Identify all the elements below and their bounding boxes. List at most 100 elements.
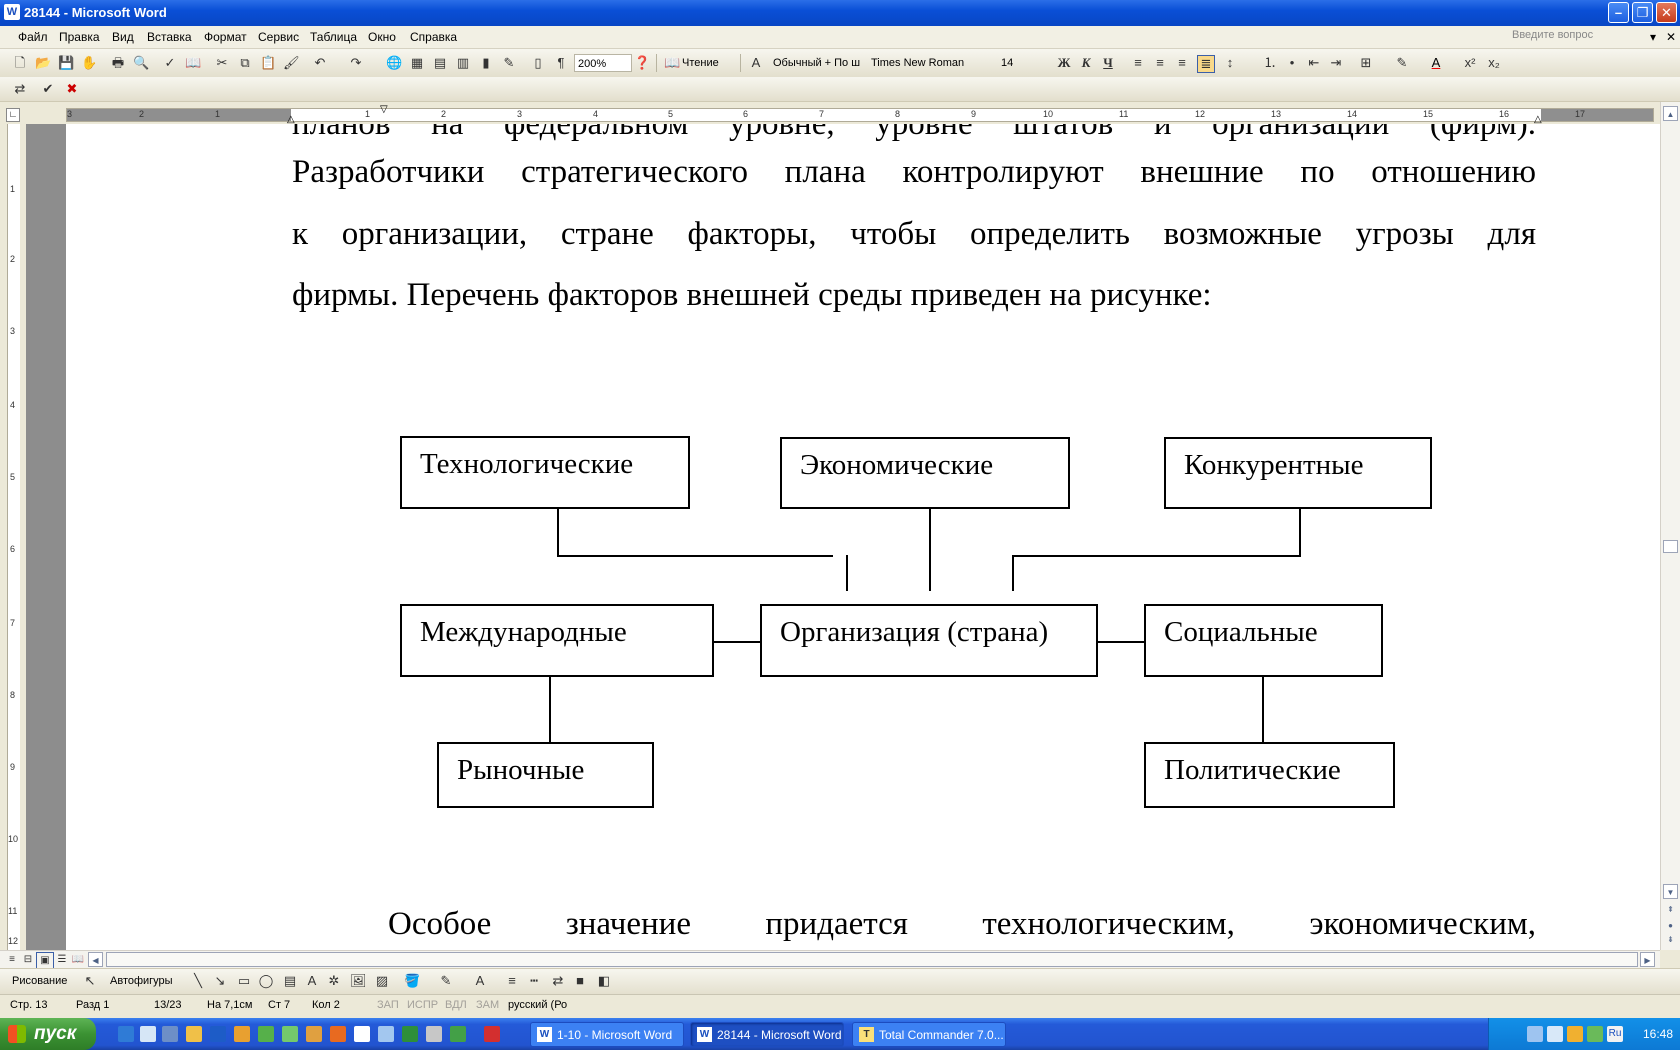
app-icon[interactable]: [258, 1026, 274, 1042]
status-overtype[interactable]: ЗАМ: [476, 999, 500, 1011]
drawing-icon[interactable]: ✎: [503, 55, 515, 70]
superscript-icon[interactable]: x²: [1464, 55, 1476, 70]
underline-button[interactable]: Ч: [1103, 55, 1113, 70]
new-document-icon[interactable]: 🗋: [14, 55, 26, 70]
ie-icon[interactable]: [118, 1026, 134, 1042]
fill-color-icon[interactable]: 🪣: [404, 973, 421, 988]
arrow-style-icon[interactable]: ⇄: [552, 973, 564, 988]
style-select[interactable]: Обычный + По ш: [770, 54, 862, 72]
accept-change-icon[interactable]: ✔: [42, 81, 54, 96]
menu-file[interactable]: Файл: [18, 30, 48, 44]
status-track-changes[interactable]: ИСПР: [407, 999, 439, 1011]
columns-icon[interactable]: ▮: [482, 55, 490, 70]
menu-insert[interactable]: Вставка: [147, 30, 192, 44]
menu-help[interactable]: Справка: [410, 30, 458, 44]
web-view-icon[interactable]: ⊟: [23, 954, 33, 965]
app-icon[interactable]: [450, 1026, 466, 1042]
tab-selector-icon[interactable]: ∟: [6, 108, 20, 122]
italic-button[interactable]: К: [1081, 55, 1091, 70]
print-icon[interactable]: 🖶: [111, 55, 125, 70]
textbox-icon[interactable]: ▤: [283, 973, 297, 988]
horizontal-scrollbar[interactable]: ≡ ⊟ ▣ ☰ 📖 ◀ ▶: [0, 950, 1660, 970]
zoom-select[interactable]: 200%: [574, 54, 632, 72]
font-size-select[interactable]: 14: [998, 54, 1044, 72]
tray-icon[interactable]: [1587, 1026, 1603, 1042]
previous-page-icon[interactable]: ⇞: [1667, 905, 1674, 914]
align-center-icon[interactable]: ≡: [1156, 55, 1164, 70]
line-spacing-icon[interactable]: ↕: [1226, 55, 1234, 70]
decrease-indent-icon[interactable]: ⇤: [1308, 55, 1320, 70]
oval-icon[interactable]: ◯: [258, 973, 274, 988]
select-objects-icon[interactable]: ↖: [84, 973, 96, 988]
rectangle-icon[interactable]: ▭: [237, 973, 251, 988]
insert-table-icon[interactable]: ▤: [433, 55, 447, 70]
excel-icon[interactable]: [402, 1026, 418, 1042]
firefox-icon[interactable]: [330, 1026, 346, 1042]
open-icon[interactable]: 📂: [35, 55, 52, 70]
3d-icon[interactable]: ◧: [597, 973, 611, 988]
word-icon[interactable]: W: [4, 4, 20, 20]
paste-icon[interactable]: 📋: [260, 55, 277, 70]
start-button[interactable]: пуск: [0, 1018, 96, 1050]
scroll-left-icon[interactable]: ◀: [88, 952, 103, 967]
app-icon[interactable]: [306, 1026, 322, 1042]
scroll-up-icon[interactable]: ▲: [1663, 106, 1678, 121]
clipart-icon[interactable]: 🖼: [350, 973, 367, 988]
app-icon[interactable]: [378, 1026, 394, 1042]
picture-icon[interactable]: ▨: [375, 973, 389, 988]
menu-view[interactable]: Вид: [112, 30, 134, 44]
menu-tools[interactable]: Сервис: [258, 30, 300, 44]
status-record[interactable]: ЗАП: [377, 999, 399, 1011]
first-line-indent-marker[interactable]: ▽: [380, 104, 388, 115]
help-icon[interactable]: ❓: [634, 55, 651, 70]
app-icon[interactable]: [282, 1026, 298, 1042]
language-bar-icon[interactable]: Ru: [1607, 1026, 1623, 1042]
redo-icon[interactable]: ↷: [350, 55, 362, 70]
highlight-icon[interactable]: ✎: [1396, 55, 1408, 70]
reading-view-icon[interactable]: 📖: [71, 954, 85, 965]
print-preview-icon[interactable]: 🔍: [133, 55, 150, 70]
align-left-icon[interactable]: ≡: [1134, 55, 1142, 70]
document-map-icon[interactable]: ▯: [534, 55, 542, 70]
spelling-icon[interactable]: ✓: [164, 55, 176, 70]
vertical-scrollbar[interactable]: ▲ ▼ ⇞ ● ⇟: [1660, 102, 1680, 950]
undo-icon[interactable]: ↶: [314, 55, 326, 70]
task-button[interactable]: W 1-10 - Microsoft Word: [530, 1022, 684, 1047]
save-icon[interactable]: 💾: [58, 55, 75, 70]
show-desktop-icon[interactable]: [140, 1026, 156, 1042]
line-style-icon[interactable]: ≡: [508, 973, 516, 988]
filezilla-icon[interactable]: [484, 1026, 500, 1042]
tray-icon[interactable]: [1567, 1026, 1583, 1042]
align-right-icon[interactable]: ≡: [1178, 55, 1186, 70]
menu-format[interactable]: Формат: [204, 30, 247, 44]
status-extend[interactable]: ВДЛ: [445, 999, 467, 1011]
read-icon[interactable]: 📖: [664, 55, 681, 70]
numbering-icon[interactable]: ⒈: [1263, 55, 1277, 70]
format-painter-icon[interactable]: 🖌: [283, 55, 300, 70]
justify-icon[interactable]: ≣: [1197, 55, 1215, 73]
arrow-icon[interactable]: ↘: [214, 973, 226, 988]
copy-icon[interactable]: ⧉: [240, 55, 250, 70]
browse-object-icon[interactable]: ●: [1668, 921, 1673, 930]
right-indent-marker[interactable]: △: [1534, 114, 1542, 125]
styles-icon[interactable]: A: [751, 55, 761, 70]
compare-icon[interactable]: ⇄: [14, 81, 26, 96]
research-icon[interactable]: 📖: [185, 55, 202, 70]
left-indent-marker[interactable]: △: [287, 114, 295, 125]
tool-icon[interactable]: [210, 1026, 226, 1042]
messenger-icon[interactable]: [186, 1026, 202, 1042]
permission-icon[interactable]: ✋: [81, 55, 98, 70]
tray-icon[interactable]: [1547, 1026, 1563, 1042]
cut-icon[interactable]: ✂: [216, 55, 228, 70]
document-page[interactable]: планов на федеральном уровне, уровне шта…: [66, 124, 1660, 950]
bullets-icon[interactable]: •: [1289, 55, 1295, 70]
shadow-icon[interactable]: ■: [576, 973, 584, 988]
increase-indent-icon[interactable]: ⇥: [1330, 55, 1342, 70]
task-button[interactable]: W 28144 - Microsoft Word: [690, 1022, 844, 1047]
borders-icon[interactable]: ⊞: [1360, 55, 1372, 70]
menu-edit[interactable]: Правка: [59, 30, 100, 44]
minimize-button[interactable]: –: [1608, 2, 1629, 23]
line-color-icon[interactable]: ✎: [440, 973, 452, 988]
word-icon[interactable]: [354, 1026, 370, 1042]
tables-borders-icon[interactable]: ▦: [410, 55, 424, 70]
